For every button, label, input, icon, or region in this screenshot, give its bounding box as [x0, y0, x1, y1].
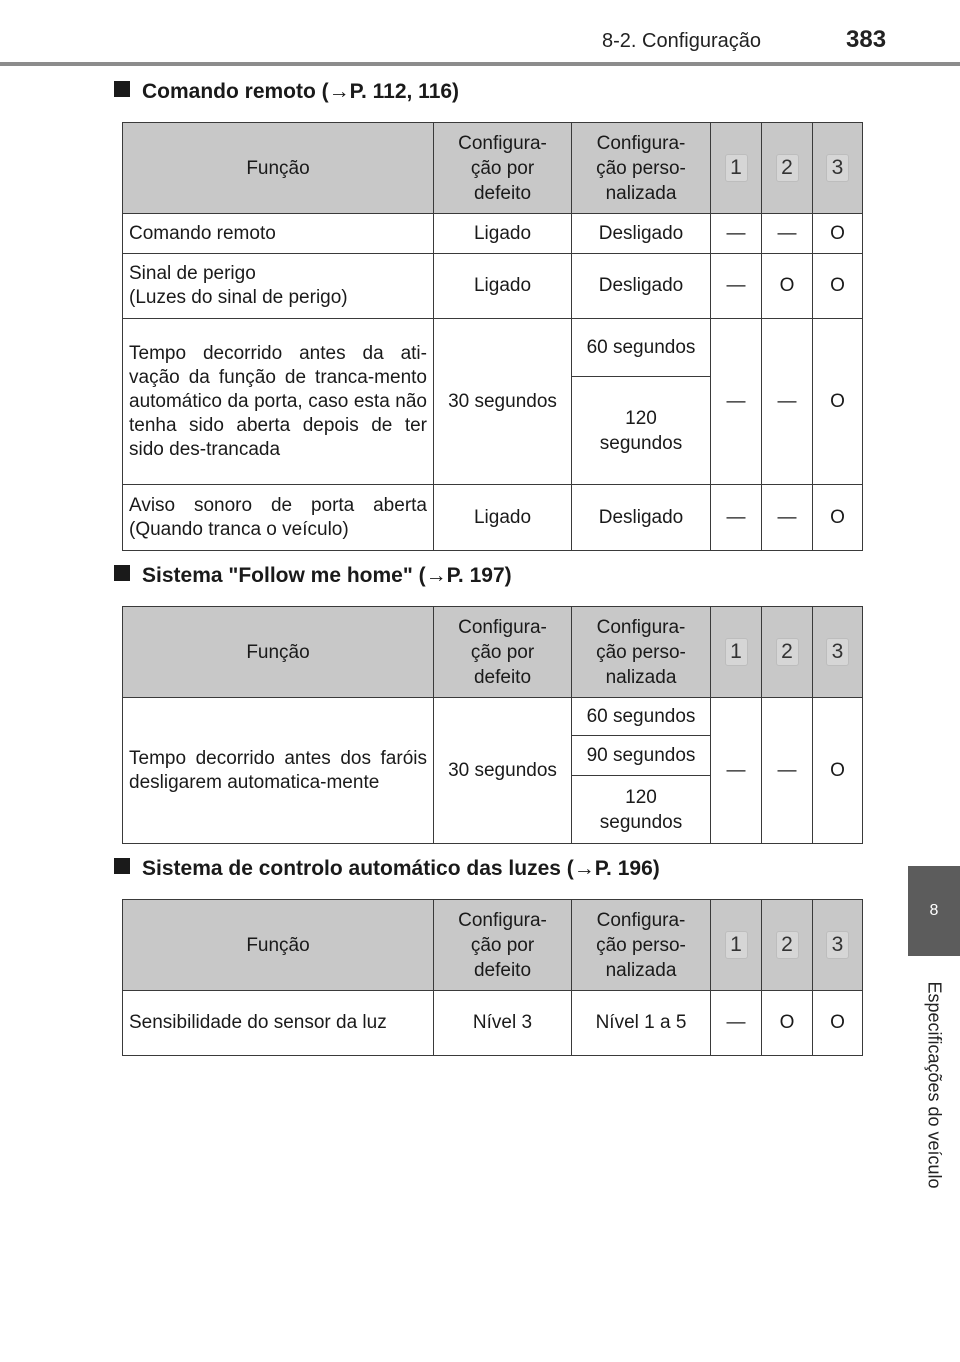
number-3-icon: 3 [826, 154, 849, 182]
cell-col-2: O [761, 990, 813, 1056]
cell-col-3: O [812, 484, 863, 551]
cell-col-2: O [761, 253, 813, 319]
col-2-header: 2 [761, 899, 813, 991]
col-custom-header: Configura- ção perso- nalizada [571, 899, 711, 991]
table-header-row: Função Configura- ção por defeito Config… [122, 899, 863, 991]
cell-custom-option: 60 segundos [571, 697, 711, 736]
col-3-header: 3 [812, 606, 863, 698]
bullet-square-icon [114, 81, 130, 97]
cell-col-3: O [812, 253, 863, 319]
cell-function: Tempo decorrido antes dos faróis desliga… [122, 697, 434, 844]
cell-col-2: — [761, 213, 813, 254]
section-title-auto-lights: Sistema de controlo automático das luzes… [114, 857, 660, 881]
col-1-header: 1 [710, 122, 762, 214]
table-row: Sensibilidade do sensor da luz Nível 3 N… [122, 990, 863, 1056]
cell-custom-option: 120 segundos [571, 775, 711, 844]
cell-custom-option: 60 segundos [571, 318, 711, 377]
cell-col-3: O [812, 213, 863, 254]
col-1-header: 1 [710, 606, 762, 698]
cell-default: 30 segundos [433, 318, 572, 485]
number-2-icon: 2 [775, 154, 799, 182]
cell-col-1: — [710, 318, 762, 485]
cell-function: Aviso sonoro de porta aberta (Quando tra… [122, 484, 434, 551]
table-header-row: Função Configura- ção por defeito Config… [122, 122, 863, 214]
table-header-row: Função Configura- ção por defeito Config… [122, 606, 863, 698]
cell-col-1: — [710, 484, 762, 551]
col-custom-header: Configura- ção perso- nalizada [571, 122, 711, 214]
table-row: Tempo decorrido antes da ati-vação da fu… [122, 318, 863, 485]
cell-function: Sinal de perigo (Luzes do sinal de perig… [122, 253, 434, 319]
chapter-tab: 8 [908, 866, 960, 956]
col-3-header: 3 [812, 899, 863, 991]
col-function-header: Função [122, 122, 434, 214]
cell-custom: Desligado [571, 253, 711, 319]
col-default-header: Configura- ção por defeito [433, 899, 572, 991]
header-rule [0, 62, 960, 66]
cell-function: Sensibilidade do sensor da luz [122, 990, 434, 1056]
table-row: 90 segundos [123, 735, 863, 776]
col-function-header: Função [122, 606, 434, 698]
col-2-header: 2 [761, 606, 813, 698]
cell-col-1: — [710, 253, 762, 319]
section-title-text: Comando remoto (→P. 112, 116) [142, 80, 460, 103]
cell-custom: Desligado [571, 213, 711, 254]
chapter-tab-number: 8 [929, 902, 939, 919]
cell-custom: Desligado [571, 484, 711, 551]
section-title-text: Sistema de controlo automático das luzes… [142, 857, 660, 880]
cell-col-3: O [812, 318, 863, 485]
cell-col-3: O [812, 990, 863, 1056]
col-1-header: 1 [710, 899, 762, 991]
number-3-icon: 3 [826, 638, 849, 666]
table-row: Sinal de perigo (Luzes do sinal de perig… [122, 253, 863, 319]
number-1-icon: 1 [724, 931, 748, 959]
cell-default: Ligado [433, 253, 572, 319]
cell-default: Ligado [433, 213, 572, 254]
section-title-text: Sistema "Follow me home" (→P. 197) [142, 564, 512, 587]
table-follow-me-home: Função Configura- ção por defeito Config… [122, 606, 863, 844]
cell-custom-option: 120 segundos [571, 376, 711, 485]
number-2-icon: 2 [775, 638, 799, 666]
number-1-icon: 1 [724, 154, 748, 182]
table-row: Aviso sonoro de porta aberta (Quando tra… [122, 484, 863, 551]
col-2-header: 2 [761, 122, 813, 214]
col-function-header: Função [122, 899, 434, 991]
cell-custom-option: 90 segundos [571, 735, 711, 776]
number-2-icon: 2 [775, 931, 799, 959]
bullet-square-icon [114, 565, 130, 581]
cell-col-1: — [710, 697, 762, 844]
section-title-follow-me-home: Sistema "Follow me home" (→P. 197) [114, 564, 512, 588]
section-title-remote: Comando remoto (→P. 112, 116) [114, 80, 459, 104]
cell-col-2: — [761, 697, 813, 844]
cell-col-1: — [710, 990, 762, 1056]
number-1-icon: 1 [724, 638, 748, 666]
cell-col-2: — [761, 484, 813, 551]
cell-function: Tempo decorrido antes da ati-vação da fu… [122, 318, 434, 485]
col-default-header: Configura- ção por defeito [433, 122, 572, 214]
table-auto-lights: Função Configura- ção por defeito Config… [122, 899, 863, 1056]
page-number: 383 [846, 26, 887, 53]
table-row: Tempo decorrido antes dos faróis desliga… [122, 697, 863, 844]
cell-col-2: — [761, 318, 813, 485]
number-3-icon: 3 [826, 931, 849, 959]
cell-default: 30 segundos [433, 697, 572, 844]
cell-default: Ligado [433, 484, 572, 551]
bullet-square-icon [114, 858, 130, 874]
table-remote-control: Função Configura- ção por defeito Config… [122, 122, 863, 551]
cell-function: Comando remoto [122, 213, 434, 254]
chapter-label: Especificações do veículo [924, 981, 945, 1189]
col-default-header: Configura- ção por defeito [433, 606, 572, 698]
cell-custom: Nível 1 a 5 [571, 990, 711, 1056]
table-row: 120 segundos [123, 376, 863, 485]
col-custom-header: Configura- ção perso- nalizada [571, 606, 711, 698]
col-3-header: 3 [812, 122, 863, 214]
cell-default: Nível 3 [433, 990, 572, 1056]
cell-col-3: O [812, 697, 863, 844]
table-row: 120 segundos [123, 775, 863, 844]
section-heading: 8-2. Configuração [602, 30, 761, 52]
table-row: Comando remoto Ligado Desligado — — O [122, 213, 863, 254]
cell-col-1: — [710, 213, 762, 254]
